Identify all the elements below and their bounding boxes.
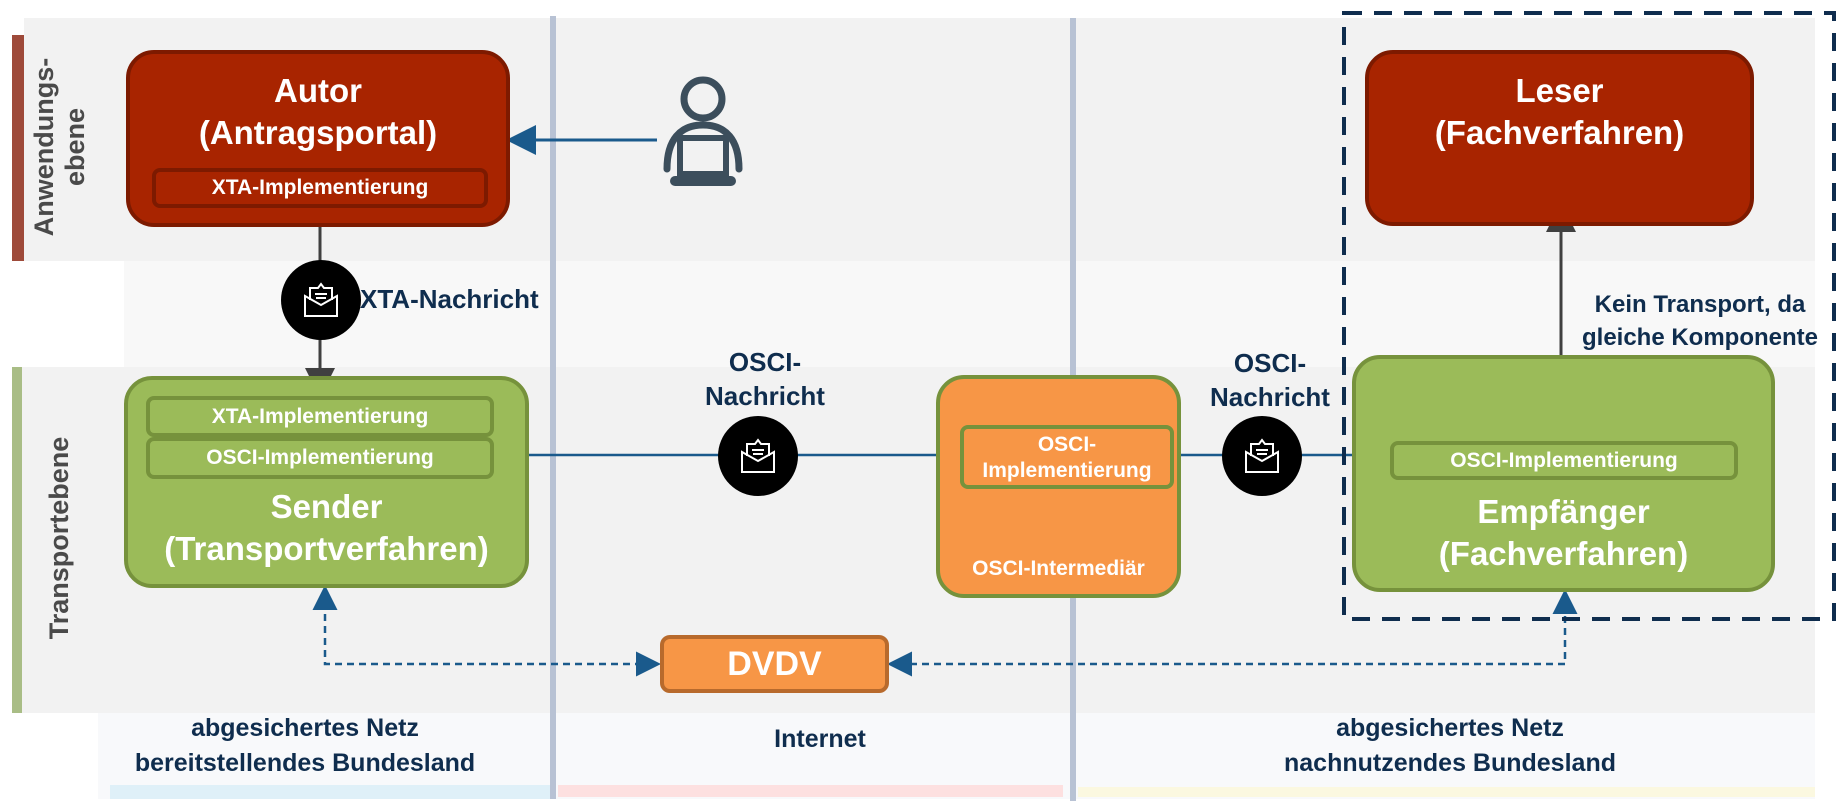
empfaenger-node[interactable]: OSCI-Implementierung Empfänger (Fachverf…: [1352, 355, 1775, 592]
intermediaer-title: OSCI-Intermediär: [972, 557, 1145, 580]
intermediaer-inner-line1: OSCI-: [1037, 433, 1097, 456]
empfaenger-osci-implementation[interactable]: OSCI-Implementierung: [1390, 441, 1738, 480]
xta-message-envelope[interactable]: [281, 260, 361, 340]
zone-strip-left: [110, 785, 550, 799]
zone-label-band: [98, 713, 1815, 799]
zone-label-left: abgesichertes Netz bereitstellendes Bund…: [100, 711, 510, 781]
osci-message-1-label-line2: Nachricht: [705, 381, 825, 411]
autor-node[interactable]: Autor (Antragsportal) XTA-Implementierun…: [126, 50, 510, 227]
user-laptop-icon: [663, 76, 743, 186]
envelope-open-icon: [304, 282, 338, 317]
no-transport-annotation: Kein Transport, da gleiche Komponente: [1560, 288, 1840, 354]
same-component-dashed-frame: [1342, 11, 1836, 621]
dashed-empfaenger-dvdv: [887, 604, 1567, 677]
sender-xta-implementation[interactable]: XTA-Implementierung: [146, 396, 494, 437]
empfaenger-title-line2: (Fachverfahren): [1438, 535, 1689, 572]
zone-right-line1: abgesichertes Netz: [1336, 714, 1564, 742]
autor-xta-implementation[interactable]: XTA-Implementierung: [152, 168, 488, 208]
envelope-open-icon: [741, 438, 775, 473]
zone-label-middle: Internet: [700, 722, 940, 757]
autor-title-line1: Autor: [274, 72, 362, 109]
zone-left-line2: bereitstellendes Bundesland: [134, 749, 476, 777]
zone-strip-middle: [558, 785, 1063, 797]
osci-message-2-envelope[interactable]: [1222, 416, 1302, 496]
application-layer-accent: [12, 35, 24, 261]
empfaenger-title-line1: Empfänger: [1477, 493, 1650, 530]
dashed-sender-dvdv: [323, 590, 661, 677]
zone-left-line1: abgesichertes Netz: [191, 714, 419, 742]
leser-node[interactable]: Leser (Fachverfahren): [1365, 50, 1754, 226]
osci-intermediaer-node[interactable]: OSCI- Implementierung OSCI-Intermediär: [936, 375, 1181, 598]
leser-title-line2: (Fachverfahren): [1434, 114, 1685, 151]
intermediaer-inner-line2: Implementierung: [982, 459, 1152, 482]
zone-strip-right: [1078, 787, 1815, 797]
autor-title-line2: (Antragsportal): [198, 114, 438, 151]
osci-message-2-label-line1: OSCI-: [1233, 348, 1307, 378]
zone-divider-left: [550, 16, 556, 799]
sender-title-line1: Sender: [270, 488, 383, 525]
sender-osci-implementation[interactable]: OSCI-Implementierung: [146, 437, 494, 479]
xta-message-label: XTA-Nachricht: [360, 284, 539, 314]
envelope-open-icon: [1245, 438, 1279, 473]
osci-message-1-envelope[interactable]: [718, 416, 798, 496]
no-transport-line2: gleiche Komponente: [1581, 324, 1819, 351]
zone-label-right: abgesichertes Netz nachnutzendes Bundesl…: [1240, 711, 1660, 781]
leser-title-line1: Leser: [1515, 72, 1604, 109]
no-transport-line1: Kein Transport, da: [1594, 291, 1806, 318]
osci-message-2-label-line2: Nachricht: [1210, 382, 1330, 412]
intermediaer-osci-implementation[interactable]: OSCI- Implementierung: [960, 425, 1174, 489]
sender-title-line2: (Transportverfahren): [164, 530, 489, 567]
zone-middle-line1: Internet: [774, 725, 866, 753]
gap-band: [124, 261, 1815, 367]
transport-layer-accent: [12, 367, 22, 713]
osci-message-1-label-line1: OSCI-: [728, 347, 802, 377]
sender-node[interactable]: XTA-Implementierung OSCI-Implementierung…: [124, 376, 529, 588]
osci-message-1-label: OSCI- Nachricht: [680, 345, 850, 413]
zone-right-line2: nachnutzendes Bundesland: [1284, 749, 1616, 777]
osci-message-2-label: OSCI- Nachricht: [1185, 346, 1355, 414]
dvdv-node[interactable]: DVDV: [660, 635, 889, 693]
